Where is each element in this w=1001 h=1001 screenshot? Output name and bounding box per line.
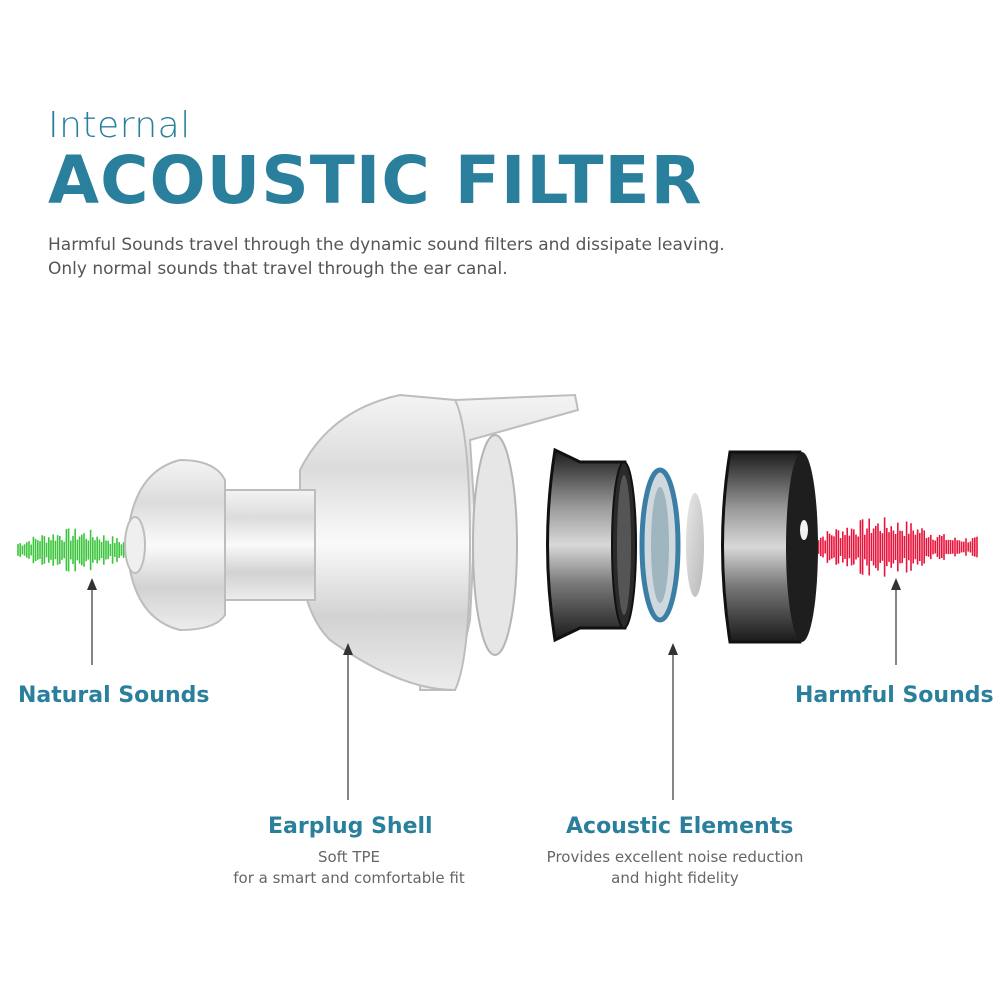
pointer-lines	[87, 578, 901, 800]
filter-cylinder-left	[546, 447, 637, 643]
harmful-sound-wave	[811, 517, 978, 577]
heading-kicker: Internal	[48, 105, 191, 146]
earplug-shell-line-1: Soft TPE	[317, 848, 381, 866]
description-line-1: Harmful Sounds travel through the dynami…	[48, 235, 725, 255]
description: Harmful Sounds travel through the dynami…	[48, 233, 725, 281]
description-line-2: Only normal sounds that travel through t…	[48, 259, 508, 279]
harmful-sounds-label: Harmful Sounds	[795, 683, 994, 708]
earplug-shell-line-2: for a smart and comfortable fit	[233, 869, 465, 887]
filter-ring-blue	[639, 467, 681, 623]
natural-sound-wave	[17, 528, 127, 572]
filter-membrane	[686, 493, 704, 597]
earplug-shell-shape	[124, 393, 580, 692]
acoustic-elements-description: Provides excellent noise reduction and h…	[530, 847, 820, 889]
page-title: ACOUSTIC FILTER	[48, 142, 703, 219]
filter-cylinder-right	[721, 450, 818, 644]
earplug-shell-description: Soft TPE for a smart and comfortable fit	[218, 847, 480, 889]
acoustic-elements-line-1: Provides excellent noise reduction	[546, 848, 804, 866]
acoustic-elements-line-2: and hight fidelity	[611, 869, 739, 887]
earplug-shell-label: Earplug Shell	[268, 814, 433, 839]
acoustic-elements-label: Acoustic Elements	[566, 814, 794, 839]
natural-sounds-label: Natural Sounds	[18, 683, 210, 708]
